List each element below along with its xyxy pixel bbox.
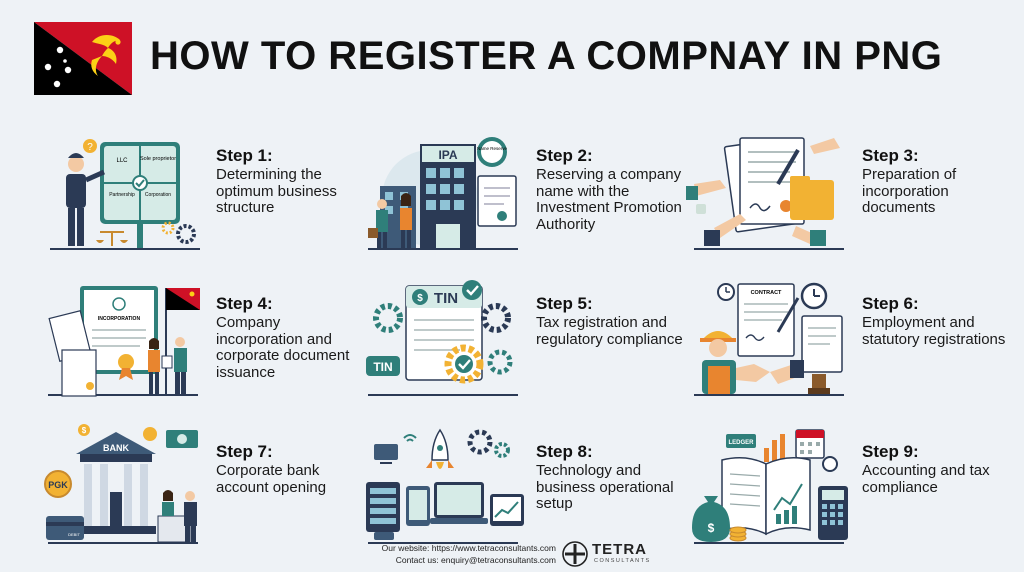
step-7-desc: Corporate bank account opening (216, 462, 327, 496)
step-6-title: Step 6: (862, 294, 919, 313)
header: HOW TO REGISTER A COMPNAY IN PNG (34, 22, 994, 98)
contact-info: Our website: https://www.tetraconsultant… (360, 542, 556, 566)
debit-card-label: DEBIT (68, 532, 80, 537)
step-5-desc: Tax registration and regulatory complian… (536, 314, 683, 348)
svg-text:?: ? (87, 142, 93, 153)
llc-label: LLC (116, 158, 128, 164)
accounting-ledger-illustration: LEDGER $ (692, 429, 848, 544)
step-2-desc: Reserving a company name with the Invest… (536, 166, 682, 233)
technology-setup-illustration (366, 428, 524, 544)
step-7-title: Step 7: (216, 442, 273, 461)
name-reserve-badge: Name Reserve (477, 146, 508, 151)
step-5-title: Step 5: (536, 294, 593, 313)
brand-name: TETRA (592, 541, 647, 558)
step-card-2: IPA Name Reserve (360, 128, 690, 258)
employment-contract-illustration: CONTRACT (694, 282, 844, 396)
step-card-4: INCORPORATION Step 4: Company i (40, 276, 370, 406)
tin-label: TIN (434, 290, 458, 307)
tin-tag: TIN (373, 360, 392, 374)
step-3-title: Step 3: (862, 146, 919, 165)
svg-text:$: $ (417, 293, 423, 304)
step-8-title: Step 8: (536, 442, 593, 461)
step-card-9: LEDGER $ Step 9: Accounting and tax com (686, 424, 1016, 554)
step-6-desc: Employment and statutory registrations (862, 314, 1006, 348)
ipa-building-illustration: IPA Name Reserve (368, 137, 518, 250)
tax-registration-illustration: $ TIN TIN (366, 280, 518, 396)
ledger-label: LEDGER (728, 440, 754, 446)
tetra-logo-icon (562, 541, 588, 567)
bank-label: BANK (103, 443, 129, 453)
page-title: HOW TO REGISTER A COMPNAY IN PNG (150, 34, 943, 78)
step-card-6: CONTRACT Step 6: Employment and (686, 276, 1016, 406)
step-card-5: $ TIN TIN Step 5: Tax registration and r… (360, 276, 690, 406)
business-structure-illustration: LLC Sole proprietor Partnership Corporat… (50, 139, 200, 250)
dollar-coin: $ (82, 426, 87, 435)
step-1-desc: Determining the optimum business structu… (216, 166, 337, 216)
step-card-7: BANK $ PGK DEBIT Step 7: Corporate (40, 424, 370, 554)
certificate-label: INCORPORATION (98, 316, 141, 322)
money-bag-dollar: $ (708, 521, 715, 535)
pgk-coin: PGK (48, 480, 68, 490)
png-flag-icon (34, 22, 132, 95)
documents-preparation-illustration (686, 137, 844, 250)
incorporation-certificate-illustration: INCORPORATION (48, 286, 200, 397)
step-8-desc: Technology and business operational setu… (536, 462, 674, 512)
brand-subtitle: CONSULTANTS (594, 558, 651, 564)
step-card-1: LLC Sole proprietor Partnership Corporat… (40, 128, 370, 258)
step-9-title: Step 9: (862, 442, 919, 461)
step-4-desc: Company incorporation and corporate docu… (216, 314, 350, 381)
footer: Our website: https://www.tetraconsultant… (360, 540, 700, 570)
step-3-desc: Preparation of incorporation documents (862, 166, 957, 216)
sole-label: Sole proprietor (140, 156, 176, 162)
step-card-8: Step 8: Technology and business operatio… (360, 424, 690, 554)
step-1-title: Step 1: (216, 146, 273, 165)
corporation-label: Corporation (145, 192, 171, 198)
bank-account-illustration: BANK $ PGK DEBIT (44, 424, 198, 544)
step-4-title: Step 4: (216, 294, 273, 313)
step-card-3: Step 3: Preparation of incorporation doc… (686, 128, 1016, 258)
step-9-desc: Accounting and tax compliance (862, 462, 990, 496)
email-link[interactable]: Contact us: enquiry@tetraconsultants.com (395, 555, 556, 565)
step-2-title: Step 2: (536, 146, 593, 165)
ipa-label: IPA (438, 148, 457, 162)
partnership-label: Partnership (109, 192, 135, 198)
website-link[interactable]: Our website: https://www.tetraconsultant… (381, 543, 556, 553)
contract-label: CONTRACT (751, 290, 782, 296)
